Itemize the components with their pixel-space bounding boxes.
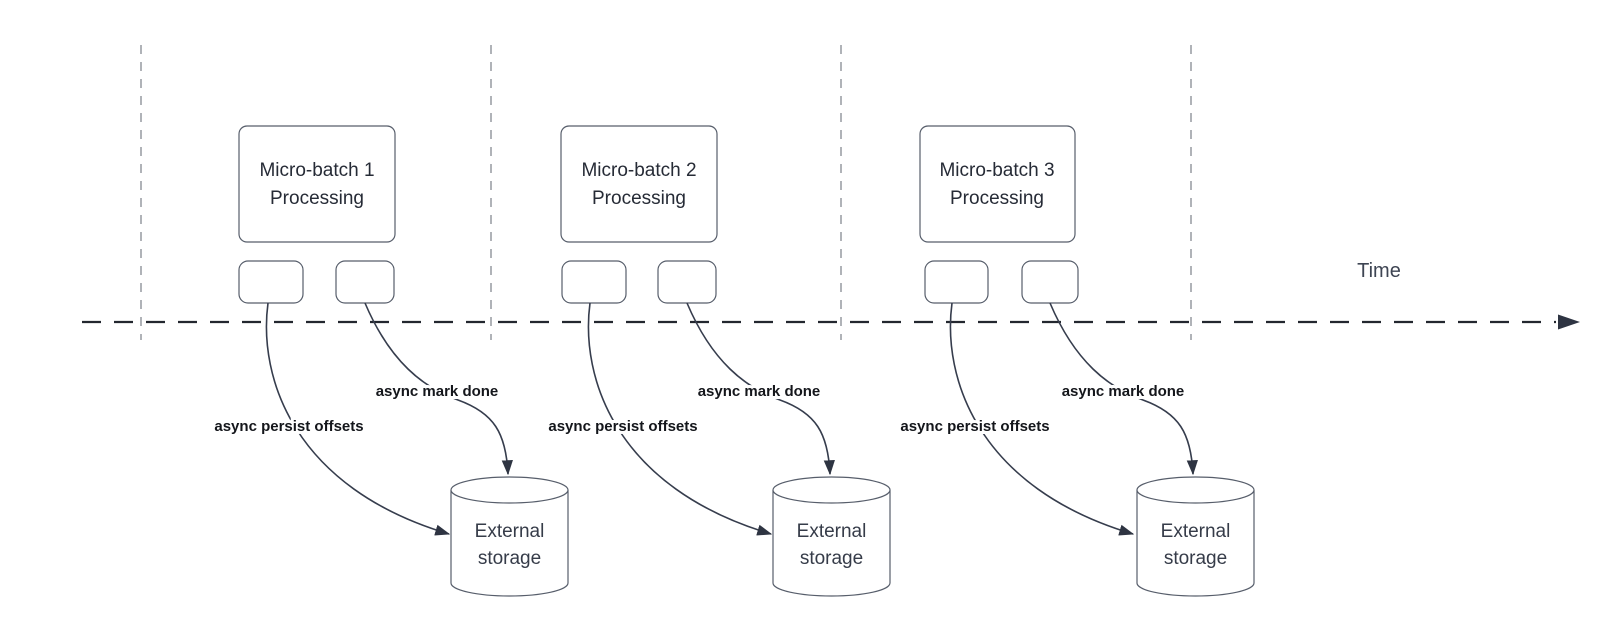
microbatch-3-box-label-line1: Micro-batch 3 [939,160,1054,181]
microbatch-1-box-label-line1: Micro-batch 1 [259,160,374,181]
external-storage-cylinder-3: External storage [1136,476,1255,597]
external-storage-cylinder-2: External storage [772,476,891,597]
microbatch-2-persist-offsets-label: async persist offsets [548,418,697,435]
microbatch-1-offset-node [238,260,304,304]
time-axis-label: Time [1357,260,1401,282]
microbatch-group-3: Micro-batch 3 Processing async persist o… [897,125,1255,597]
microbatch-1-mark-done-label: async mark done [376,383,499,400]
microbatch-2-box-label-line1: Micro-batch 2 [581,160,696,181]
microbatch-3-offset-node [924,260,989,304]
microbatch-2-processing-box [560,125,718,243]
external-storage-1-label-line1: External [475,521,545,542]
microbatch-1-persist-offsets-label: async persist offsets [214,418,363,435]
microbatch-2-offset-node [561,260,627,304]
time-axis-arrowhead-icon [1558,314,1580,330]
microbatch-1-mark-done-arrow [364,302,513,476]
microbatch-group-2: Micro-batch 2 Processing async persist o… [545,125,891,597]
microbatch-2-mark-done-label: async mark done [698,383,821,400]
microbatch-group-1: Micro-batch 1 Processing async persist o… [211,125,569,597]
microbatch-2-done-node [657,260,717,304]
microbatch-3-box-label-line2: Processing [950,188,1044,209]
microbatch-2-mark-done-arrow [686,302,835,476]
external-storage-1-label-line2: storage [478,548,541,569]
external-storage-2-label-line1: External [797,521,867,542]
microbatch-3-mark-done-label: async mark done [1062,383,1185,400]
microbatch-3-persist-offsets-label: async persist offsets [900,418,1049,435]
microbatch-1-box-label-line2: Processing [270,188,364,209]
microbatch-3-done-node [1021,260,1079,304]
external-storage-3-label-line1: External [1161,521,1231,542]
microbatch-3-persist-offsets-arrow [949,302,1135,536]
microbatch-3-mark-done-arrow [1049,302,1198,476]
microbatch-1-done-node [335,260,395,304]
microbatch-3-processing-box [919,125,1076,243]
microbatch-1-processing-box [238,125,396,243]
microbatch-2-box-label-line2: Processing [592,188,686,209]
microbatch-2-persist-offsets-arrow [587,302,773,536]
microbatch-1-persist-offsets-arrow [265,302,451,536]
external-storage-2-label-line2: storage [800,548,863,569]
external-storage-cylinder-1: External storage [450,476,569,597]
external-storage-3-label-line2: storage [1164,548,1227,569]
